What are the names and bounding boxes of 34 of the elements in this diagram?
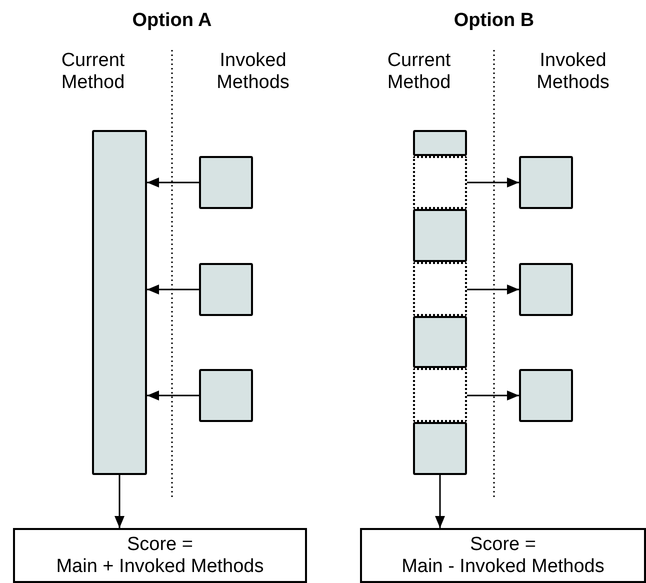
method-box — [519, 263, 573, 316]
arrow — [467, 284, 519, 294]
score-box — [13, 528, 307, 583]
method-box — [413, 130, 467, 156]
method-box — [413, 422, 467, 475]
method-box — [519, 156, 573, 209]
score-formula: Score = — [126, 534, 194, 556]
method-box — [413, 316, 467, 368]
column-heading: Current Method — [386, 50, 452, 94]
method-box — [413, 209, 467, 262]
arrow — [435, 475, 445, 528]
method-box — [199, 263, 253, 316]
column-heading: Invoked Methods — [216, 50, 290, 94]
score-formula: Main - Invoked Methods — [400, 556, 606, 578]
arrow — [147, 178, 199, 188]
method-box — [519, 369, 573, 422]
score-box — [360, 528, 646, 583]
dotted-segment — [413, 368, 467, 422]
method-box — [199, 369, 253, 422]
option-title: Option A — [131, 10, 213, 32]
column-heading: Invoked Methods — [536, 50, 610, 94]
arrow — [147, 390, 199, 400]
method-box — [199, 156, 253, 209]
column-heading: Current Method — [60, 50, 126, 94]
method-box — [92, 130, 147, 475]
score-formula: Main + Invoked Methods — [55, 556, 265, 578]
score-formula: Score = — [468, 534, 537, 556]
dotted-segment — [413, 262, 467, 316]
option-title: Option B — [452, 10, 536, 32]
arrow — [147, 284, 199, 294]
dotted-segment — [413, 156, 467, 209]
arrow — [467, 390, 519, 400]
arrow — [467, 178, 519, 188]
arrow — [114, 475, 124, 528]
